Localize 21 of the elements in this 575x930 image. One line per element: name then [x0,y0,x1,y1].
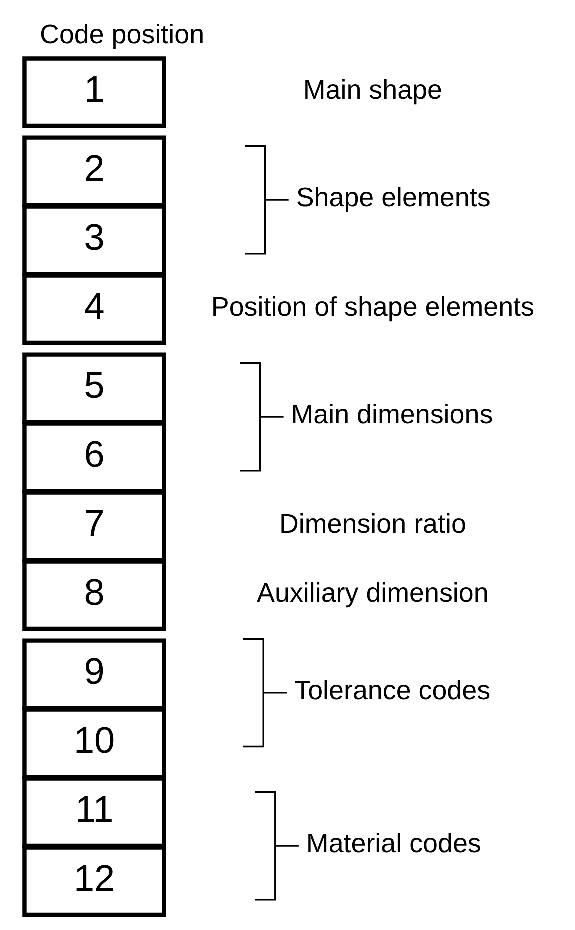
node-box: 5 [22,352,166,424]
node-box: 9 [22,638,166,710]
node-box: 10 [22,708,166,780]
label: Material codes [306,828,481,858]
node-box: 4 [22,274,166,346]
node-box: 7 [22,490,166,562]
node-box: 11 [22,776,166,848]
diagram-title: Code position [40,19,204,50]
label: Main shape [302,74,442,105]
label: Dimension ratio [278,508,466,539]
node-box: 12 [22,846,166,918]
node-box: 1 [22,56,166,128]
label: Position of shape elements [210,292,534,322]
node-box: 6 [22,422,166,494]
node-box: 2 [22,136,166,208]
label: Shape elements [296,182,490,212]
node-box: 3 [22,204,166,276]
node-box: 8 [22,560,166,632]
label: Auxiliary dimension [256,578,488,608]
label: Tolerance codes [294,675,490,706]
label: Main dimensions [290,399,493,430]
